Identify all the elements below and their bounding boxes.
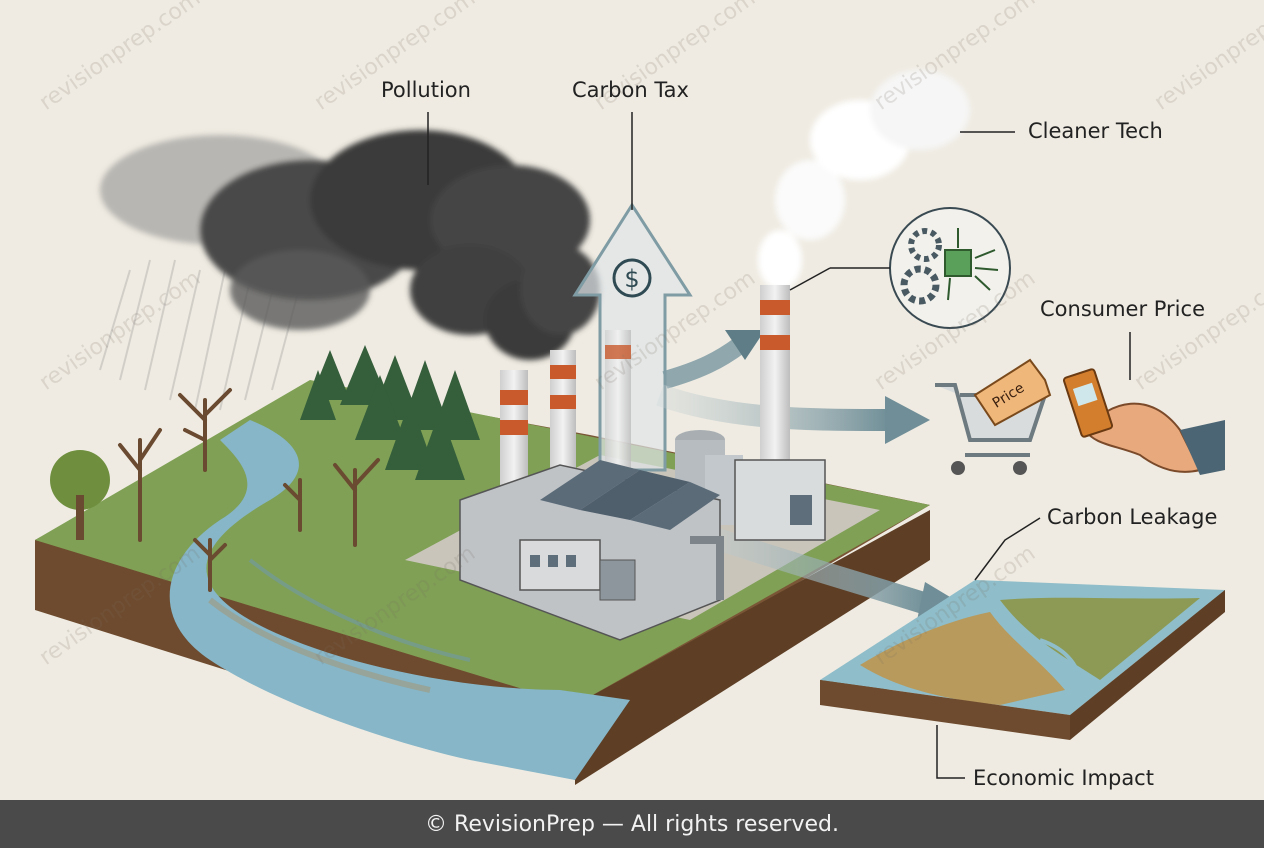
label-carbon-leakage: Carbon Leakage [1047, 505, 1218, 529]
clean-steam [758, 70, 970, 290]
forest [300, 345, 480, 480]
dollar-icon [612, 258, 652, 298]
label-economic-impact: Economic Impact [973, 766, 1154, 790]
dead-trees [118, 388, 380, 592]
price-tag-icon: Price [973, 358, 1052, 427]
copyright-footer: © RevisionPrep — All rights reserved. [0, 800, 1264, 848]
bushy-tree [50, 450, 110, 540]
carbon-tax-diagram: $ [35, 70, 1225, 785]
factory [459, 285, 826, 641]
dollar-symbol: $ [624, 265, 639, 293]
label-cleaner-tech: Cleaner Tech [1028, 119, 1163, 143]
smoke-cloud-icon [100, 130, 600, 360]
hand-icon [1062, 368, 1225, 475]
gears-chip-icon [889, 207, 1011, 329]
carbon-tax-arrow: $ [572, 202, 693, 472]
label-consumer-price: Consumer Price [1040, 297, 1205, 321]
world-map-block [820, 580, 1225, 740]
leader-lines [427, 112, 1041, 779]
river [169, 420, 630, 780]
copyright-text: © RevisionPrep — All rights reserved. [425, 811, 839, 837]
label-pollution: Pollution [381, 78, 471, 102]
label-carbon-tax: Carbon Tax [572, 78, 689, 102]
